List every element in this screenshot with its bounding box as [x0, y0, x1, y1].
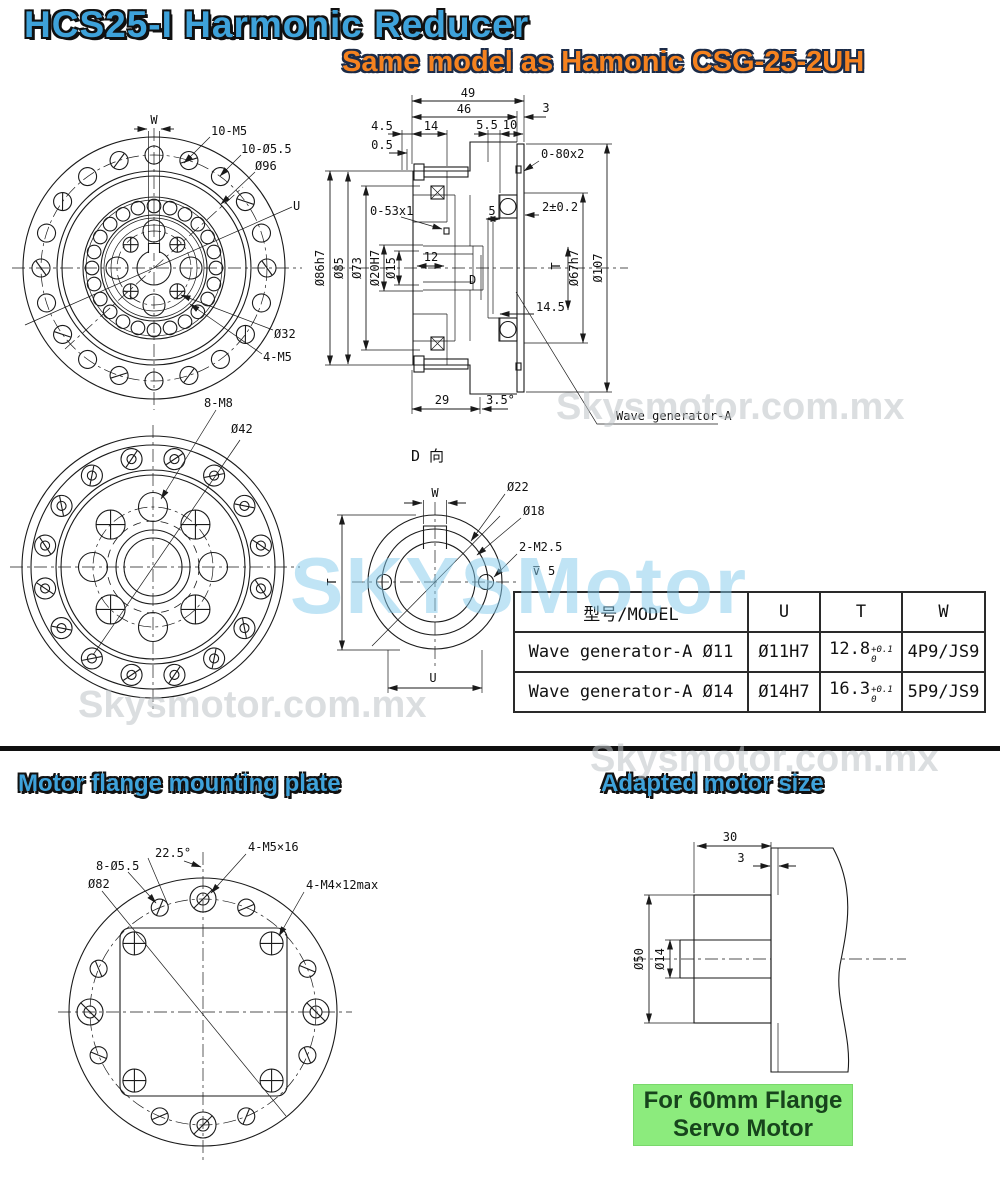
tolerance-lower: 0	[871, 654, 877, 665]
front-label-4m5: 4-M5	[263, 350, 292, 364]
cell-model: Wave generator-A Ø14	[513, 671, 749, 713]
front-label-10m5: 10-M5	[211, 124, 247, 138]
dim-10: 10	[503, 118, 517, 132]
label-d42: Ø42	[231, 422, 253, 436]
output-view-drawing: 8-M8 Ø42	[10, 396, 300, 712]
cell-u: Ø11H7	[747, 631, 821, 673]
label-d22: Ø22	[507, 480, 529, 494]
dview-dim-u: U	[429, 671, 436, 685]
col-header-u: U	[747, 591, 821, 633]
front-dim-w: W	[150, 113, 158, 127]
label-d82: Ø82	[88, 877, 110, 891]
cell-model: Wave generator-A Ø11	[513, 631, 749, 673]
dim-d15: Ø15	[384, 257, 398, 279]
table-header-row: 型号/MODEL U T W	[513, 591, 986, 633]
front-label-u: U	[293, 199, 300, 213]
section-title-flange-plate: Motor flange mounting plate	[18, 770, 341, 797]
page-subtitle: Same model as Hamonic CSG-25-2UH	[342, 46, 865, 78]
dim-49: 49	[461, 86, 475, 100]
dview-dim-w: W	[431, 486, 439, 500]
dim-14-5: 14.5	[536, 300, 565, 314]
dim-46: 46	[457, 102, 471, 116]
section-divider	[0, 746, 1000, 751]
front-label-d96: Ø96	[255, 159, 277, 173]
dim-t-section: T	[549, 262, 563, 269]
badge-line2: Servo Motor	[672, 1115, 813, 1142]
motor-compatibility-badge: For 60mm Flange Servo Motor	[633, 1084, 853, 1146]
dim-d73: Ø73	[350, 257, 364, 279]
tolerance-upper: +0.1	[871, 685, 893, 695]
dim-29: 29	[435, 393, 449, 407]
front-label-d32: Ø32	[274, 327, 296, 341]
dim-3: 3	[542, 101, 549, 115]
motor-dim-3: 3	[737, 851, 744, 865]
dim-5: 5	[488, 204, 495, 218]
motor-dim-d50: Ø50	[632, 948, 646, 970]
front-label-10d55: 10-Ø5.5	[241, 142, 292, 156]
label-8m8: 8-M8	[204, 396, 233, 410]
wave-generator-spec-table: 型号/MODEL U T W Wave generator-A Ø11 Ø11H…	[513, 591, 986, 713]
page-title: HCS25-I Harmonic Reducer	[24, 4, 530, 45]
label-d18: Ø18	[523, 504, 545, 518]
d-view-drawing: W T U Ø22 Ø18 2-M2.5 ⊽ 5	[325, 480, 562, 693]
flange-plate-drawing: 8-Ø5.5 22.5° Ø82 4-M5×16 4-M4×12max	[58, 840, 378, 1162]
label-o80: 0-80x2	[541, 147, 584, 161]
section-view-drawing: 49 46 3 4.5 14 0.5 5.5 10 Ø86h7 Ø85 Ø73 …	[313, 86, 732, 465]
col-header-t: T	[819, 591, 903, 633]
dim-d85: Ø85	[332, 257, 346, 279]
col-header-model: 型号/MODEL	[513, 591, 749, 633]
dim-5-5: 5.5	[476, 118, 498, 132]
label-depth-5: ⊽ 5	[532, 564, 555, 578]
label-4m5x16: 4-M5×16	[248, 840, 299, 854]
dim-d67h7: Ø67h7	[567, 250, 581, 286]
badge-line1: For 60mm Flange	[643, 1087, 843, 1114]
dim-2pm02: 2±0.2	[542, 200, 578, 214]
tolerance-lower: 0	[871, 694, 877, 705]
label-22-5deg: 22.5°	[155, 846, 191, 860]
label-d-view: D 向	[411, 447, 444, 465]
cell-w: 4P9/JS9	[901, 631, 986, 673]
cell-w: 5P9/JS9	[901, 671, 986, 713]
dim-d20h7: Ø20H7	[368, 250, 382, 286]
dim-3-5deg: 3.5°	[486, 393, 515, 407]
dim-d107: Ø107	[591, 254, 605, 283]
front-view-drawing: W 10-M5 10-Ø5.5 Ø96 U Ø32 4-M5	[12, 113, 302, 410]
dim-d86h7: Ø86h7	[313, 250, 327, 286]
cell-u: Ø14H7	[747, 671, 821, 713]
label-wave-generator: Wave generator-A	[616, 409, 732, 423]
dim-d-label: D	[469, 273, 476, 287]
motor-dim-d14: Ø14	[653, 948, 667, 970]
label-8d55: 8-Ø5.5	[96, 859, 139, 873]
dim-12: 12	[424, 250, 438, 264]
tolerance-upper: +0.1	[871, 645, 893, 655]
motor-size-drawing: 30 3 Ø50 Ø14	[632, 830, 906, 1073]
label-2m25: 2-M2.5	[519, 540, 562, 554]
dim-4-5: 4.5	[371, 119, 393, 133]
col-header-w: W	[901, 591, 986, 633]
section-title-motor-size: Adapted motor size	[601, 770, 824, 797]
dview-dim-t: T	[325, 578, 339, 585]
dim-0-5: 0.5	[371, 138, 393, 152]
dim-14: 14	[424, 119, 438, 133]
label-o53: 0-53x1	[370, 204, 413, 218]
label-4m4x12max: 4-M4×12max	[306, 878, 378, 892]
motor-dim-30: 30	[723, 830, 737, 844]
